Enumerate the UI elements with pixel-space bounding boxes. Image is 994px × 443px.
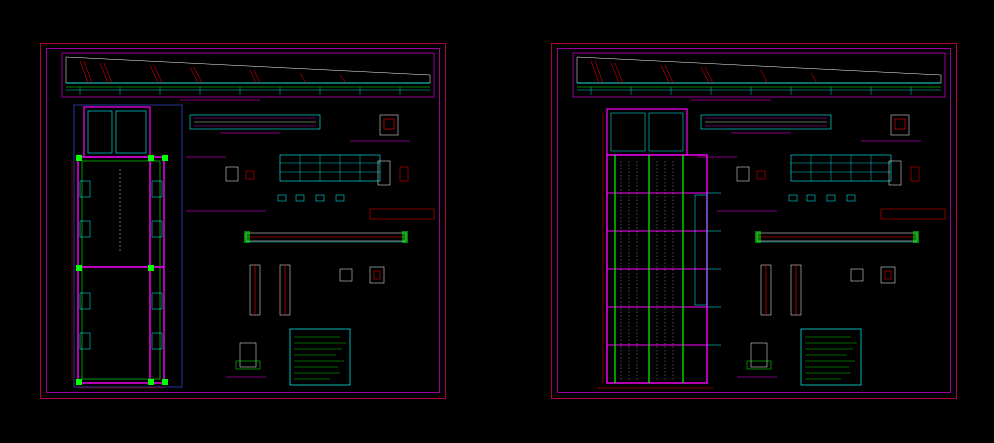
footing-detail	[737, 328, 862, 386]
footing-detail	[226, 328, 351, 386]
cad-drawing-right	[551, 43, 957, 399]
sheet-border	[551, 43, 957, 399]
inner-border	[46, 48, 440, 393]
beam-detail	[189, 114, 410, 142]
roof-section	[61, 52, 435, 101]
sheet-border	[40, 43, 446, 399]
schedule-table	[186, 154, 435, 220]
beam-detail	[700, 114, 921, 142]
floor-plan	[71, 104, 183, 389]
column-details	[249, 264, 385, 316]
inner-border	[557, 48, 951, 393]
roof-section	[572, 52, 946, 101]
foundation-beam	[755, 231, 919, 243]
drawing-sheet-left	[40, 43, 446, 399]
column-details	[760, 264, 896, 316]
schedule-table	[697, 154, 946, 220]
drawing-sheet-right	[551, 43, 957, 399]
foundation-beam	[244, 231, 408, 243]
cad-drawing-left	[40, 43, 446, 399]
framing-plan	[597, 108, 721, 389]
